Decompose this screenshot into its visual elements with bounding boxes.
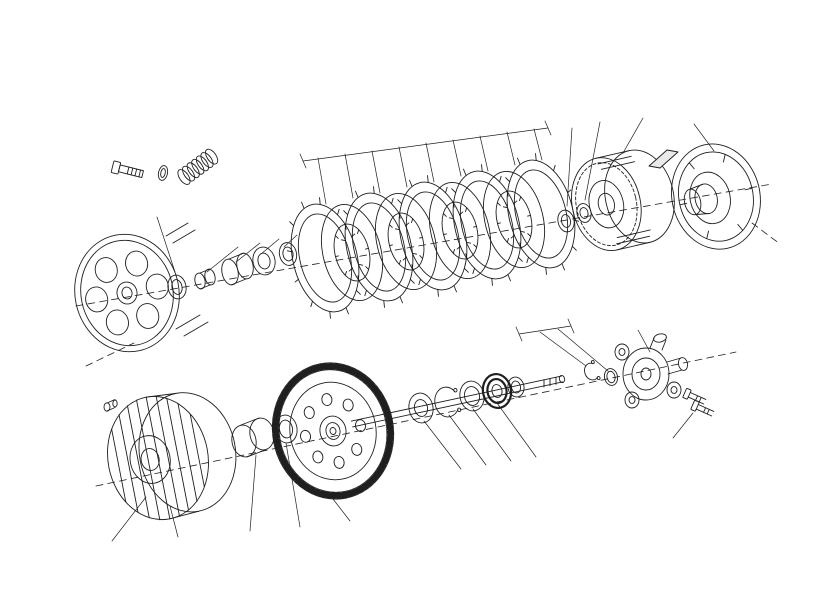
callout-bracket-upper <box>299 120 552 169</box>
shaft <box>350 374 566 428</box>
callout-bracket-lower <box>515 318 575 342</box>
screw <box>110 160 144 178</box>
axis-stub <box>85 342 135 367</box>
release-bearing <box>167 274 187 300</box>
clutch-basket <box>107 392 237 521</box>
oil-pump <box>614 333 689 409</box>
pushrod-pin <box>194 268 216 290</box>
leader-lines-bottom <box>111 329 694 542</box>
end-washer <box>507 376 525 398</box>
axis-tail-cover <box>751 222 781 245</box>
spacer-ring <box>252 246 276 276</box>
retaining-clip <box>584 360 601 381</box>
clutch-cover <box>670 143 761 250</box>
circlip <box>434 386 462 418</box>
axis-line-lower <box>95 351 737 487</box>
leader-lines-upper <box>156 117 715 273</box>
pump-bolts <box>682 388 715 417</box>
basket-stud <box>103 399 118 412</box>
piston-spacer <box>221 252 254 286</box>
spring-retainer <box>557 209 575 233</box>
clutch-plate-stack <box>276 146 590 326</box>
callout-ticks-lower <box>175 314 209 337</box>
thrust-washer <box>408 392 434 424</box>
spacer-bush <box>231 417 275 458</box>
shim-washer <box>459 380 485 412</box>
leader-lines-lower-bracket <box>539 328 609 372</box>
washer <box>157 165 169 181</box>
o-ring <box>603 368 619 386</box>
direction-arrow <box>648 149 679 169</box>
coil-spring <box>177 148 219 185</box>
clutch-drum <box>571 149 675 252</box>
callout-ticks-upper <box>165 222 196 244</box>
primary-driven-gear <box>271 362 395 500</box>
retaining-ring <box>278 242 298 266</box>
pressure-plate <box>74 233 180 353</box>
